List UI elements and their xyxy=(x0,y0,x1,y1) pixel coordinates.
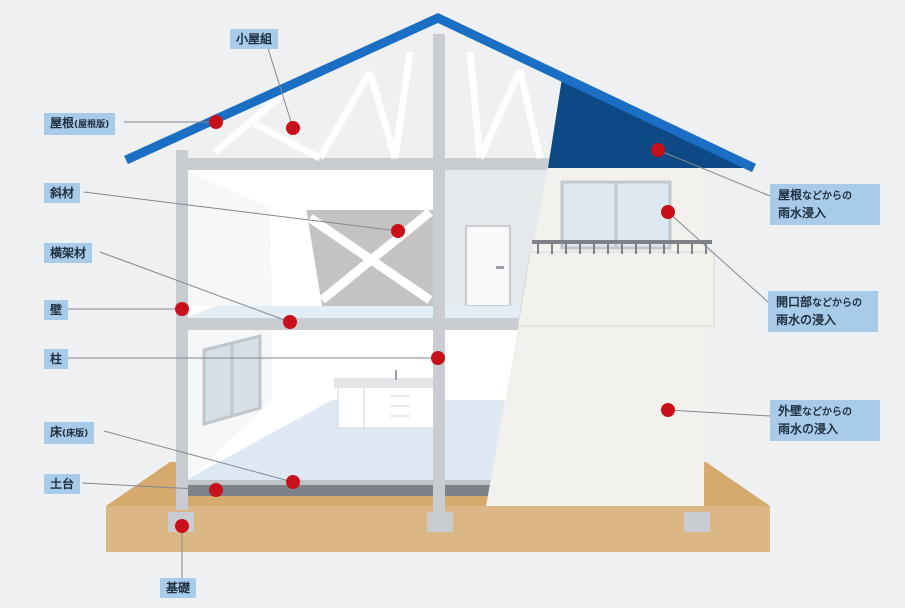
marker-yuka xyxy=(286,475,300,489)
label-yane: 屋根(屋根版) xyxy=(44,113,116,135)
balcony-balusters xyxy=(537,242,707,254)
upper-floor-slab xyxy=(186,306,548,318)
kitchen-counter xyxy=(337,385,435,429)
marker-dodai xyxy=(209,483,223,497)
marker-shazai xyxy=(391,224,405,238)
base-sill xyxy=(186,484,548,496)
label-opening-leak-line2: 雨水の浸入 xyxy=(776,313,837,327)
label-shazai: 斜材 xyxy=(44,183,81,203)
label-roof-leak-line1: 屋根などからの xyxy=(778,188,853,202)
markers xyxy=(175,115,675,533)
label-kiso: 基礎 xyxy=(160,578,197,598)
label-yuka-sub: (床版) xyxy=(62,429,89,439)
label-dodai: 土台 xyxy=(44,474,81,494)
label-koyagumi: 小屋組 xyxy=(230,29,279,49)
label-yuka-main: 床 xyxy=(50,425,63,439)
marker-oukazai xyxy=(283,315,297,329)
middle-beam xyxy=(186,318,548,330)
upper-left-wall xyxy=(188,172,272,306)
balcony-wall xyxy=(517,251,715,327)
door-handle xyxy=(496,266,504,269)
label-oukazai: 横架材 xyxy=(44,243,93,263)
label-yane-main: 屋根 xyxy=(50,116,75,130)
label-roof-leak-line2: 雨水浸入 xyxy=(778,206,827,220)
wall-panel xyxy=(270,208,322,306)
kitchen-top xyxy=(334,378,438,388)
lower-floor xyxy=(186,400,548,480)
label-opening-leak-line1: 開口部などからの xyxy=(776,295,863,309)
label-opening-leak: 開口部などからの 雨水の浸入 xyxy=(768,291,878,332)
center-post xyxy=(433,34,445,512)
label-kabe: 壁 xyxy=(44,300,69,320)
label-yuka: 床(床版) xyxy=(44,422,95,444)
marker-koyagumi xyxy=(286,121,300,135)
left-post xyxy=(176,150,188,510)
marker-wall-leak xyxy=(661,403,675,417)
label-yane-sub: (屋根版) xyxy=(74,120,110,130)
label-wall-leak-line2: 雨水の浸入 xyxy=(778,422,839,436)
roof-truss xyxy=(212,51,544,162)
label-roof-leak: 屋根などからの 雨水浸入 xyxy=(770,184,880,225)
marker-kabe xyxy=(175,302,189,316)
label-wall-leak-line1: 外壁などからの xyxy=(778,404,853,418)
marker-kiso xyxy=(175,519,189,533)
label-hashira: 柱 xyxy=(44,349,69,369)
label-wall-leak: 外壁などからの 雨水の浸入 xyxy=(770,400,880,441)
leader-lines xyxy=(68,37,771,578)
marker-roof-leak xyxy=(651,143,665,157)
marker-opening-leak xyxy=(661,205,675,219)
roof-edge xyxy=(124,13,756,173)
marker-yane xyxy=(209,115,223,129)
marker-hashira xyxy=(431,351,445,365)
footing-center xyxy=(427,512,453,532)
footing-right xyxy=(684,512,710,532)
base-top xyxy=(186,480,548,485)
brace-2 xyxy=(319,208,433,304)
top-beam xyxy=(176,158,552,170)
